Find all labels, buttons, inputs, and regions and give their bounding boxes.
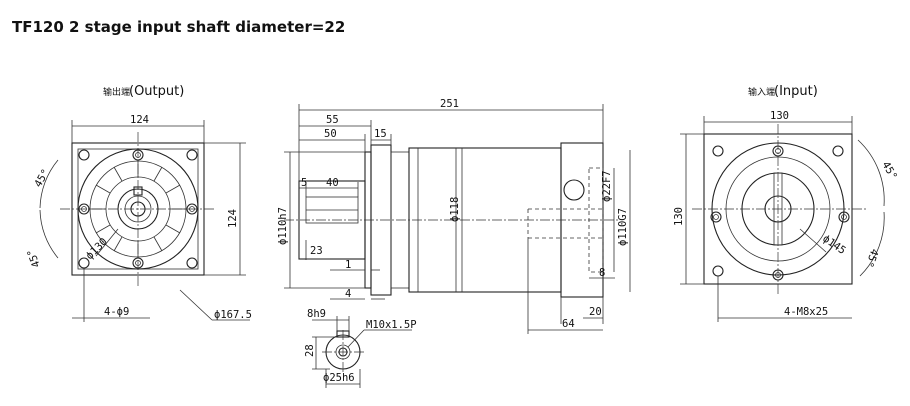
input-pcd: ϕ145 <box>820 233 848 257</box>
dim-key-offset: 5 <box>301 177 307 189</box>
section-height: 28 <box>304 344 316 357</box>
output-pcd: ϕ130 <box>84 236 110 262</box>
dim-shaft-height: 23 <box>310 245 323 257</box>
output-label-cn: 输出端 <box>103 86 130 98</box>
input-label-en: (Input) <box>774 84 818 99</box>
side-view: 251 55 50 15 5 40 ϕ110h7 23 ϕ118 1 <box>277 98 631 334</box>
section-key-width: 8h9 <box>307 308 326 320</box>
dim-gap-4: 4 <box>345 288 351 300</box>
dim-flange-thickness: 15 <box>374 128 387 140</box>
shaft-section: 8h9 28 M10x1.5P ϕ25h6 <box>304 308 417 388</box>
dim-overall-length: 251 <box>440 98 459 110</box>
input-holes: 4-M8x25 <box>784 306 828 318</box>
input-label-cn: 输入端 <box>748 86 775 98</box>
dim-pilot-diameter: ϕ110h7 <box>277 207 289 245</box>
input-angle-bottom: 45° <box>863 247 881 269</box>
output-angle-top: 45° <box>32 167 52 189</box>
dim-64: 64 <box>562 318 575 330</box>
dim-input-pilot: ϕ110G7 <box>617 208 629 246</box>
input-dim-left: 130 <box>673 207 685 226</box>
output-view: 输出端 (Output) <box>25 84 252 322</box>
dim-input-bore: ϕ22F7 <box>601 170 613 202</box>
dim-gap-1: 1 <box>345 259 351 271</box>
output-outer: ϕ167.5 <box>214 309 252 321</box>
page-title: TF120 2 stage input shaft diameter=22 <box>12 18 346 36</box>
dim-flange-length: 55 <box>326 114 339 126</box>
output-label-en: (Output) <box>129 84 184 99</box>
input-angle-top: 45° <box>879 160 899 182</box>
output-dim-top: 124 <box>130 114 149 126</box>
section-thread: M10x1.5P <box>366 319 417 331</box>
dim-body-diameter: ϕ118 <box>449 197 461 222</box>
output-angle-bottom: 45° <box>25 247 43 269</box>
input-dim-top: 130 <box>770 110 789 122</box>
dim-20: 20 <box>589 306 602 318</box>
section-diameter: ϕ25h6 <box>323 372 355 384</box>
dim-key-length: 40 <box>326 177 339 189</box>
output-holes: 4-ϕ9 <box>104 306 129 318</box>
input-view: 输入端 (Input) 130 130 45° <box>673 84 899 322</box>
output-dim-right: 124 <box>227 209 239 228</box>
dim-8: 8 <box>599 267 605 279</box>
dim-shaft-length: 50 <box>324 128 337 140</box>
